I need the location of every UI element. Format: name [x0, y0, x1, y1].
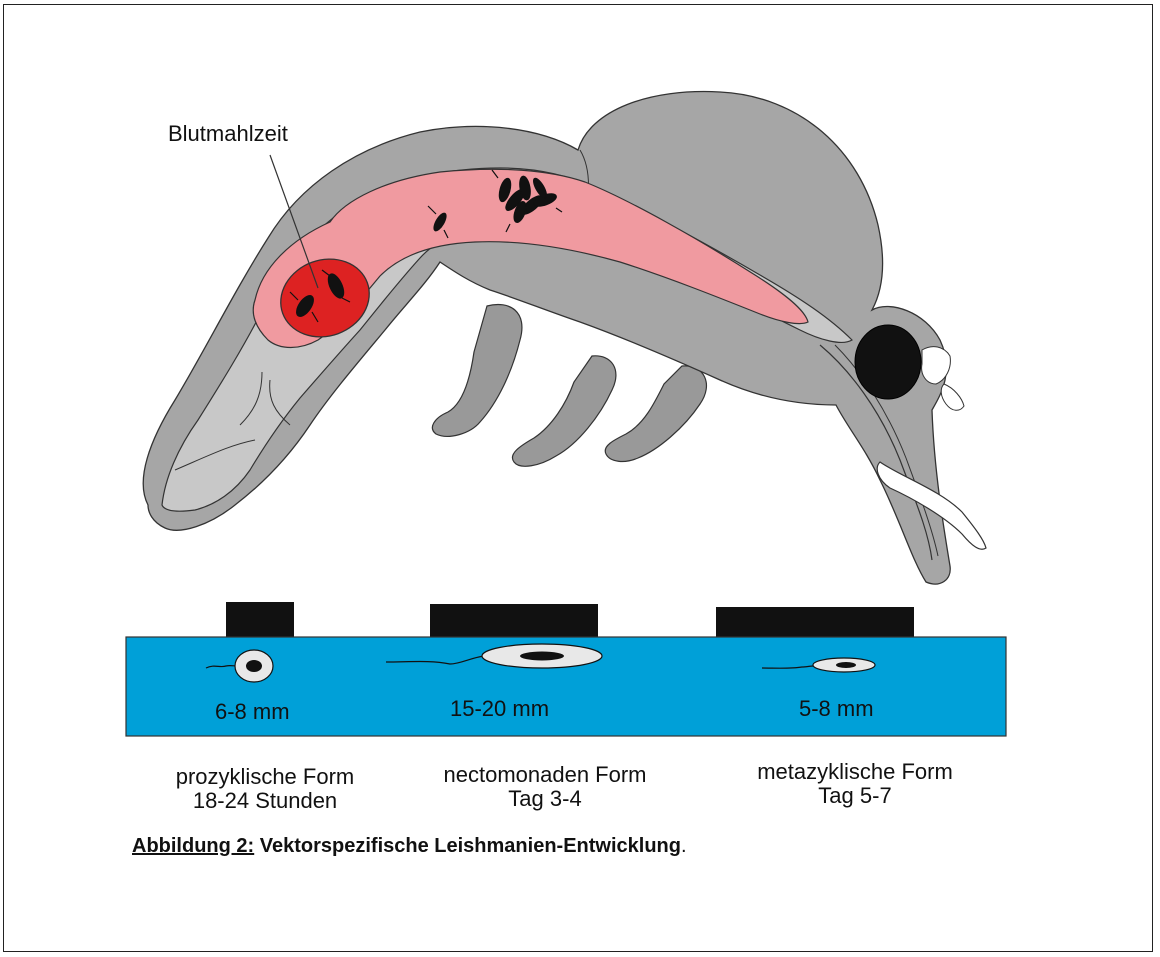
compound-eye: [855, 325, 921, 399]
stage-time: 18-24 Stunden: [150, 789, 380, 813]
leg-2: [512, 356, 616, 466]
stage-name: metazyklische Form: [725, 760, 985, 784]
caption-period: .: [681, 835, 687, 857]
size-label-procyclic: 6-8 mm: [215, 700, 290, 724]
size-label-metacyclic: 5-8 mm: [799, 697, 874, 721]
stage-time: Tag 3-4: [410, 787, 680, 811]
figure-caption: Abbildung 2: Vektorspezifische Leishmani…: [132, 835, 687, 858]
caption-label: Abbildung 2:: [132, 835, 254, 857]
nucleus-nectomonad: [520, 652, 564, 661]
stage-metacyclic: metazyklische Form Tag 5-7: [725, 760, 985, 808]
nucleus-metacyclic: [836, 662, 856, 668]
stage-time: Tag 5-7: [725, 784, 985, 808]
antenna-segment: [941, 384, 964, 410]
caption-text: Vektorspezifische Leishmanien-Entwicklun…: [254, 835, 681, 857]
leg-3: [605, 366, 706, 462]
nucleus-procyclic: [246, 660, 262, 672]
stage-name: nectomonaden Form: [410, 763, 680, 787]
stage-nectomonad: nectomonaden Form Tag 3-4: [410, 763, 680, 811]
stage-name: prozyklische Form: [150, 765, 380, 789]
scale-bar-1: [226, 602, 294, 638]
scale-bar-2: [430, 604, 598, 638]
size-label-nectomonad: 15-20 mm: [450, 697, 549, 721]
stage-procyclic: prozyklische Form 18-24 Stunden: [150, 765, 380, 813]
leg-1: [432, 304, 522, 436]
callout-label: Blutmahlzeit: [168, 122, 288, 146]
scale-bar-3: [716, 607, 914, 638]
antenna-segment: [922, 347, 951, 384]
